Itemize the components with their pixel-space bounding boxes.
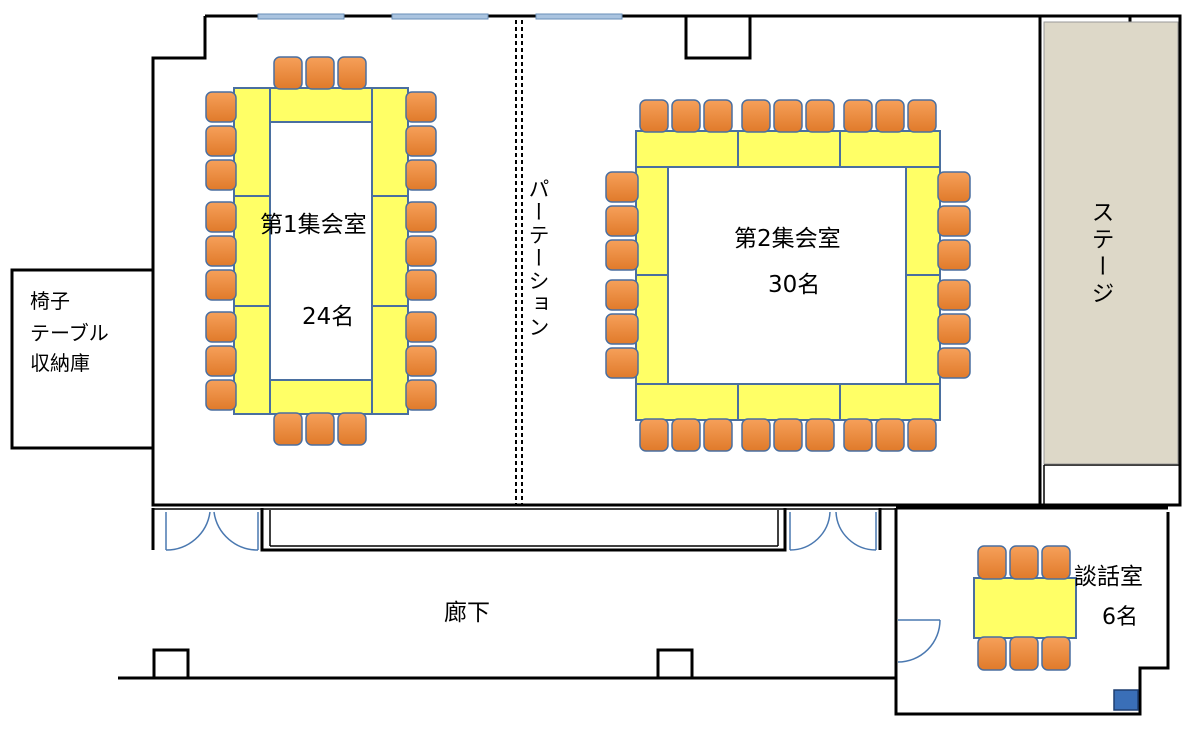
lounge-capacity: 6名 [1102,605,1138,630]
door-room2-right [835,511,877,551]
chair [937,171,971,203]
chair [605,347,639,379]
doors [165,511,941,663]
chair [405,379,437,411]
windows [257,13,623,20]
chair [773,99,803,133]
room1-name: 第1集会室 [260,212,367,238]
lounge-corner-fixture [1113,689,1139,711]
chair [405,345,437,377]
room2-chairs [605,99,971,452]
building-walls [10,14,1182,716]
room2-capacity: 30名 [768,272,820,298]
chair [205,125,237,157]
corridor-label: 廊下 [444,600,490,626]
chair [875,418,905,452]
chair [671,99,701,133]
lounge-chairs [977,545,1071,671]
chair [1009,636,1039,671]
chair [703,418,733,452]
storage-label-line-1: 椅子 [30,289,70,313]
lounge-wall [894,506,1170,716]
chair [273,412,303,446]
chair [337,56,367,90]
room1-tables [233,87,409,415]
chair [907,418,937,452]
corridor-upper-wall [151,508,882,552]
door-room1-right [213,511,259,551]
chair [605,205,639,237]
storage-label-line-3: 収納庫 [30,351,90,375]
inner-lines [153,464,1180,547]
lounge-table [973,577,1077,639]
chair [977,545,1007,580]
chair [205,159,237,191]
chair [773,418,803,452]
chair [405,159,437,191]
door-lounge [897,619,941,663]
room2-tables [635,130,941,421]
chair [205,269,237,301]
storage-room-wall [10,268,155,450]
chair [805,418,835,452]
chair [205,379,237,411]
chair [205,345,237,377]
stage-label: ステージ [1087,200,1113,308]
east-wall [1040,58,1182,507]
chair [1041,636,1071,671]
partition [515,20,523,505]
door-room2-left [789,511,831,551]
chair [305,56,335,90]
chair [605,313,639,345]
chair [405,269,437,301]
storage-label-line-2: テーブル [30,321,109,345]
chair [907,99,937,133]
chair [405,235,437,267]
chair [1009,545,1039,580]
chair [1041,545,1071,580]
chair [671,418,701,452]
chair [805,99,835,133]
chair [337,412,367,446]
chair [875,99,905,133]
chair [605,279,639,311]
room2-name: 第2集会室 [734,226,841,252]
chair [405,311,437,343]
chair [937,205,971,237]
chair [937,279,971,311]
stage-area [1043,21,1179,465]
chair [843,418,873,452]
chair [937,313,971,345]
chair [605,171,639,203]
chair [741,418,771,452]
chair [639,99,669,133]
chair [273,56,303,90]
chair [205,201,237,233]
chair [703,99,733,133]
chair [405,91,437,123]
chair [205,235,237,267]
chair [605,239,639,271]
chair [741,99,771,133]
partition-label: パーテーション [526,178,550,339]
lounge-name: 談話室 [1074,564,1143,590]
chair [305,412,335,446]
chair [205,91,237,123]
chair [937,347,971,379]
room1-chairs [205,56,437,446]
chair [405,201,437,233]
chair [205,311,237,343]
door-room1-left [165,511,211,551]
room1-capacity: 24名 [302,304,354,330]
chair [937,239,971,271]
chair [977,636,1007,671]
chair [843,99,873,133]
corridor-lower-wall [118,648,896,680]
chair [639,418,669,452]
chair [405,125,437,157]
